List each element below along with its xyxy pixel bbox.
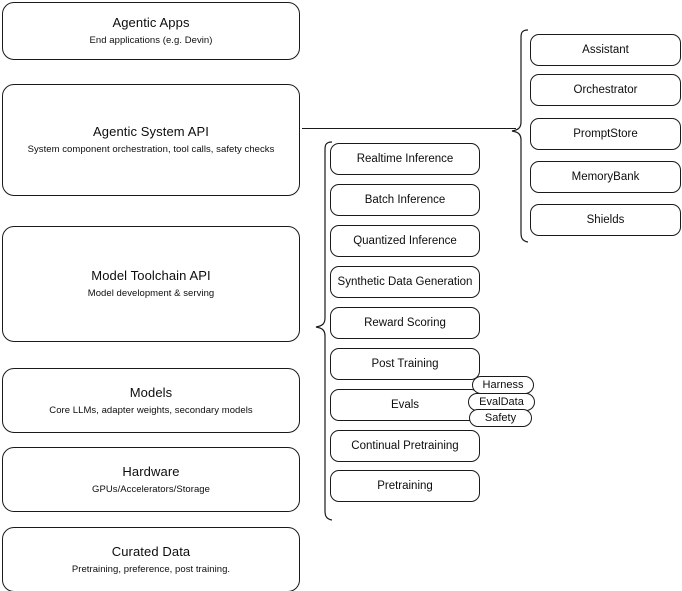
stack-layer-models[interactable]: Models Core LLMs, adapter weights, secon… xyxy=(2,368,300,433)
eval-badge-evaldata[interactable]: EvalData xyxy=(468,393,535,411)
component-label: Post Training xyxy=(371,358,439,370)
stack-layer-hardware[interactable]: Hardware GPUs/Accelerators/Storage xyxy=(2,447,300,512)
layer-subtitle: Pretraining, preference, post training. xyxy=(71,563,231,575)
layer-title: Agentic System API xyxy=(93,124,209,139)
stack-layer-curated-data[interactable]: Curated Data Pretraining, preference, po… xyxy=(2,527,300,591)
toolchain-component-pretraining[interactable]: Pretraining xyxy=(330,470,480,502)
component-label: Quantized Inference xyxy=(353,235,457,247)
layer-title: Agentic Apps xyxy=(112,15,190,30)
layer-title: Models xyxy=(129,384,173,400)
layer-title: Model Toolchain API xyxy=(91,268,211,283)
stack-layer-model-toolchain-api[interactable]: Model Toolchain API Model development & … xyxy=(2,226,300,342)
component-label: PromptStore xyxy=(573,128,638,140)
layer-subtitle: System component orchestration, tool cal… xyxy=(27,144,275,155)
layer-subtitle: Model development & serving xyxy=(87,288,215,299)
agentic-component-assistant[interactable]: Assistant xyxy=(530,34,681,66)
brace-agentic-components xyxy=(511,29,529,243)
toolchain-component-batch-inference[interactable]: Batch Inference xyxy=(330,184,480,216)
toolchain-component-realtime-inference[interactable]: Realtime Inference xyxy=(330,143,480,175)
component-label: Orchestrator xyxy=(573,84,638,96)
connector-agentic-system-to-components xyxy=(302,128,516,129)
agentic-component-orchestrator[interactable]: Orchestrator xyxy=(530,74,681,106)
stack-layer-agentic-system-api[interactable]: Agentic System API System component orch… xyxy=(2,84,300,196)
component-label: Pretraining xyxy=(377,480,433,492)
badge-label: Safety xyxy=(484,411,517,424)
component-label: Shields xyxy=(586,214,625,226)
badge-label: EvalData xyxy=(479,395,524,408)
component-label: Batch Inference xyxy=(364,194,446,206)
layer-subtitle: End applications (e.g. Devin) xyxy=(89,35,213,46)
eval-badge-safety[interactable]: Safety xyxy=(469,409,532,427)
component-label: Assistant xyxy=(582,44,629,56)
agentic-component-promptstore[interactable]: PromptStore xyxy=(530,118,681,150)
component-label: Continual Pretraining xyxy=(351,440,459,452)
agentic-component-shields[interactable]: Shields xyxy=(530,204,681,236)
toolchain-component-quantized-inference[interactable]: Quantized Inference xyxy=(330,225,480,257)
brace-toolchain-components xyxy=(315,141,333,521)
toolchain-component-synthetic-data-generation[interactable]: Synthetic Data Generation xyxy=(330,266,480,298)
component-label: MemoryBank xyxy=(571,171,640,183)
toolchain-component-continual-pretraining[interactable]: Continual Pretraining xyxy=(330,430,480,462)
toolchain-component-reward-scoring[interactable]: Reward Scoring xyxy=(330,307,480,339)
badge-label: Harness xyxy=(482,378,524,391)
component-label: Reward Scoring xyxy=(364,317,446,329)
component-label: Realtime Inference xyxy=(356,153,454,165)
stack-layer-agentic-apps[interactable]: Agentic Apps End applications (e.g. Devi… xyxy=(2,2,300,60)
layer-title: Hardware xyxy=(122,463,180,479)
component-label: Evals xyxy=(390,399,420,411)
component-label: Synthetic Data Generation xyxy=(337,276,473,288)
eval-badge-harness[interactable]: Harness xyxy=(472,376,534,394)
layer-title: Curated Data xyxy=(111,543,191,559)
toolchain-component-evals[interactable]: Evals xyxy=(330,389,480,421)
agentic-component-memorybank[interactable]: MemoryBank xyxy=(530,161,681,193)
toolchain-component-post-training[interactable]: Post Training xyxy=(330,348,480,380)
layer-subtitle: GPUs/Accelerators/Storage xyxy=(92,483,210,495)
layer-subtitle: Core LLMs, adapter weights, secondary mo… xyxy=(49,404,253,416)
